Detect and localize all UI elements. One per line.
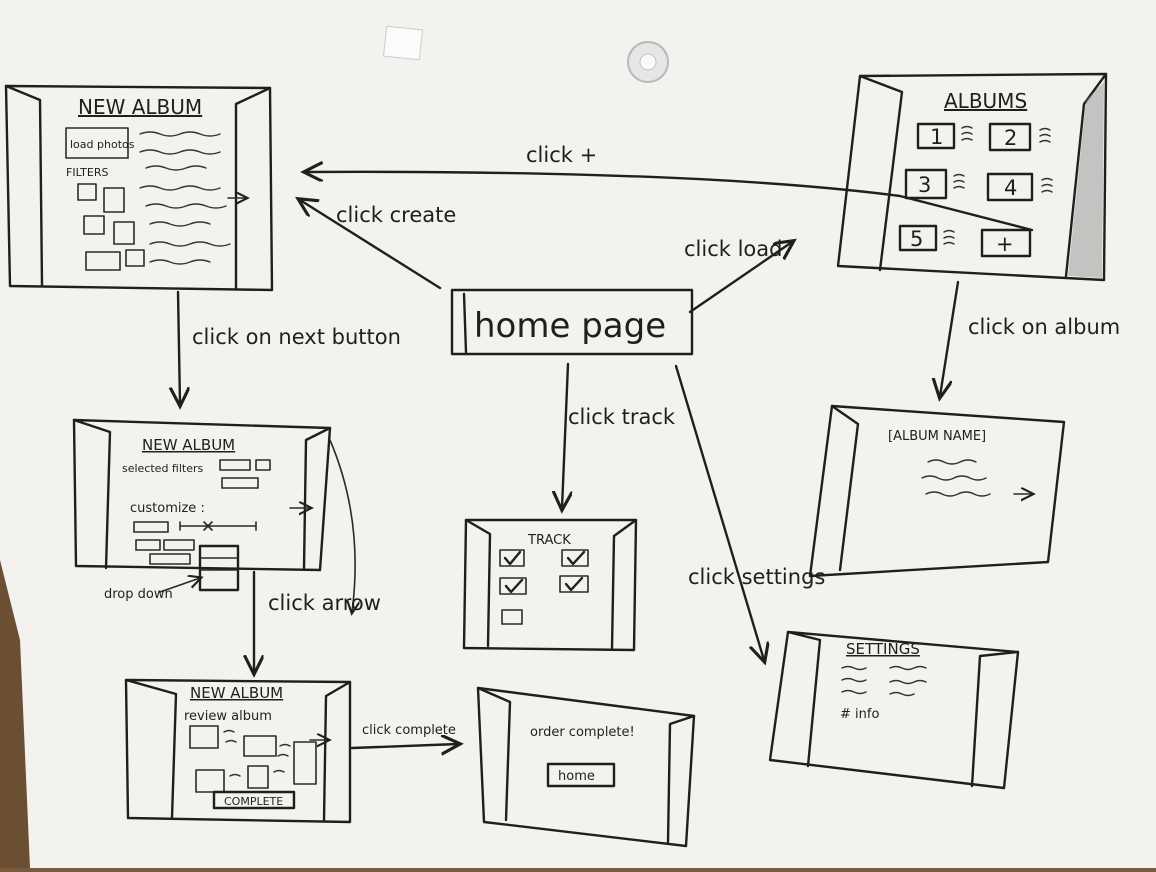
settings-info: # info: [840, 707, 879, 722]
add-album-label: +: [996, 232, 1014, 256]
screen-new-album-3: NEW ALBUM review album COMPLETE: [124, 678, 352, 824]
label-click-arrow: click arrow: [268, 591, 381, 615]
label-click-load: click load: [684, 237, 782, 261]
load-photos-label: load photos: [70, 138, 135, 151]
album-tile-4[interactable]: [986, 172, 1034, 202]
arrow-click-arrow: [329, 439, 355, 612]
arrow-click-settings: [674, 364, 764, 660]
option-box-3: [149, 553, 191, 565]
customize-slider[interactable]: [179, 521, 257, 531]
add-album-button[interactable]: [980, 228, 1032, 258]
screen-new-album-2: NEW ALBUM selected filters customize :: [72, 418, 332, 592]
album-tile-1-label: 1: [930, 125, 943, 149]
arrow-click-load: [688, 242, 792, 314]
screen-settings: SETTINGS # info: [768, 630, 1020, 790]
home-button[interactable]: [546, 762, 616, 788]
album-tile-5-label: 5: [910, 227, 923, 251]
arrow-click-next: [178, 290, 180, 404]
option-box-1: [135, 539, 161, 551]
track-check-4: [559, 575, 589, 593]
album-tile-3[interactable]: [904, 168, 948, 200]
arrow-click-create: [300, 200, 442, 290]
track-check-1: [499, 549, 525, 567]
filter-thumb-3: [83, 215, 105, 235]
screen-albums: ALBUMS 1 2 3 4 5 +: [836, 72, 1108, 282]
option-box-2: [163, 539, 195, 551]
album-tile-1[interactable]: [916, 122, 956, 150]
review-photo-4: [195, 769, 225, 793]
arrow-click-complete: [350, 744, 458, 748]
complete-label: COMPLETE: [224, 795, 283, 808]
album-tile-3-label: 3: [918, 173, 931, 197]
label-click-create: click create: [336, 203, 456, 227]
label-click-track: click track: [568, 405, 676, 429]
label-click-complete: click complete: [362, 723, 456, 738]
filter-thumb-2: [103, 187, 125, 213]
title-albums: ALBUMS: [944, 89, 1027, 113]
load-photos-button[interactable]: [65, 127, 129, 159]
settings-title: SETTINGS: [846, 640, 920, 658]
home-page-title: home page: [474, 306, 666, 346]
arrow-drop-down: [159, 578, 200, 593]
screen-home-page: home page: [450, 288, 694, 356]
screen-album-name: [ALBUM NAME]: [808, 404, 1066, 578]
selected-filter-1: [219, 459, 251, 471]
slider-handle-icon[interactable]: [203, 521, 213, 531]
customize-label: customize :: [130, 501, 205, 516]
label-click-settings: click settings: [688, 565, 825, 589]
track-check-3: [499, 577, 527, 595]
filter-thumb-6: [125, 249, 145, 267]
album-tile-4-label: 4: [1004, 176, 1017, 200]
flow-arrows: click + click create click load click on…: [104, 143, 1120, 748]
order-complete-message: order complete!: [530, 725, 635, 740]
home-button-label: home: [558, 769, 595, 784]
review-photo-2: [243, 735, 277, 757]
album-tile-2[interactable]: [988, 122, 1032, 152]
selected-filter-2: [255, 459, 271, 471]
filters-label: FILTERS: [66, 166, 108, 179]
review-photo-5: [247, 765, 269, 789]
review-album-label: review album: [184, 709, 272, 724]
screen-order-complete: order complete! home: [476, 686, 696, 848]
screen-track: TRACK: [462, 518, 638, 652]
track-check-2: [561, 549, 589, 567]
filter-thumb-1: [77, 183, 97, 201]
paper-fold-shadow: [0, 560, 30, 868]
screen-new-album-1: NEW ALBUM load photos FILTERS: [4, 84, 274, 292]
selected-filter-3: [221, 477, 259, 489]
arrow-click-plus: [306, 172, 1034, 232]
review-photo-1: [189, 725, 219, 749]
album-tile-5[interactable]: [898, 224, 938, 252]
filter-thumb-5: [85, 251, 121, 271]
arrow-click-track: [562, 362, 568, 508]
review-photo-3: [293, 741, 317, 785]
track-title: TRACK: [527, 533, 571, 548]
label-click-next: click on next button: [192, 325, 401, 349]
thumbtack-center: [639, 53, 657, 71]
label-drop-down: drop down: [104, 587, 173, 602]
album-name-title: [ALBUM NAME]: [888, 429, 986, 444]
title-new-album-2: NEW ALBUM: [142, 436, 235, 454]
arrow-click-on-album: [940, 280, 960, 396]
customize-option[interactable]: [133, 521, 169, 533]
selected-filters-label: selected filters: [122, 462, 204, 475]
filter-thumb-4: [113, 221, 135, 245]
label-click-plus: click +: [526, 143, 597, 167]
title-new-album-3: NEW ALBUM: [190, 684, 283, 702]
track-note-icon: [501, 609, 523, 625]
drop-down-menu[interactable]: [198, 544, 240, 592]
tape: [382, 25, 424, 61]
label-click-on-album: click on album: [968, 315, 1120, 339]
album-tile-2-label: 2: [1004, 126, 1017, 150]
title-new-album-1: NEW ALBUM: [78, 95, 202, 119]
complete-button[interactable]: [212, 790, 296, 810]
